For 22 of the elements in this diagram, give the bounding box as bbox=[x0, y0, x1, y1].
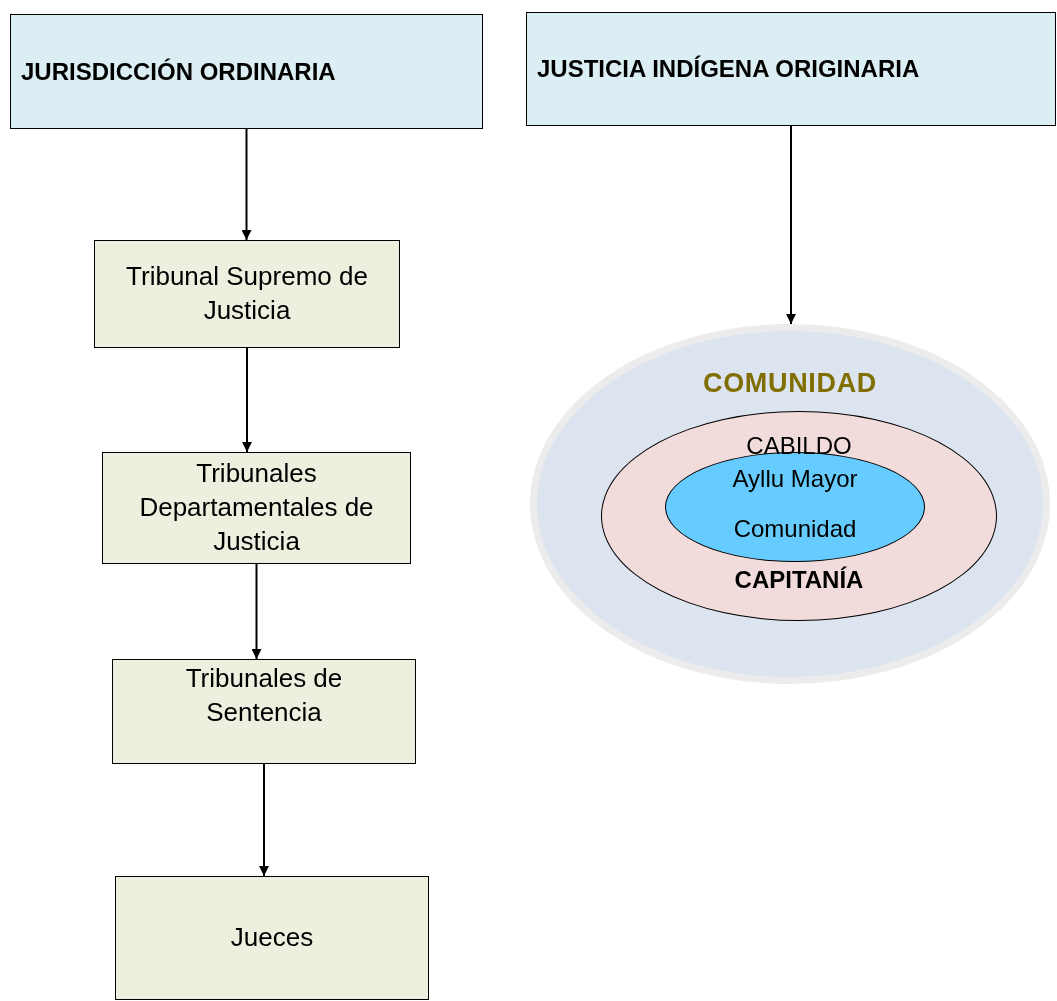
header-box bbox=[526, 12, 1056, 126]
process-box bbox=[112, 659, 416, 764]
arrow bbox=[251, 563, 262, 660]
arrow bbox=[259, 763, 269, 877]
box-label: Tribunales de Sentencia bbox=[184, 662, 344, 729]
ellipse-label: Comunidad bbox=[733, 514, 857, 544]
box-label: Tribunales Departamentales de Justicia bbox=[138, 457, 375, 558]
ellipse-label: COMUNIDAD bbox=[702, 367, 878, 400]
box-label: Jueces bbox=[230, 921, 314, 955]
arrow bbox=[242, 347, 252, 453]
ellipse-label: CABILDO bbox=[746, 431, 852, 461]
process-box bbox=[102, 452, 411, 564]
arrow bbox=[786, 125, 796, 325]
box-label: Tribunal Supremo de Justicia bbox=[125, 260, 369, 327]
ellipse-label: Ayllu Mayor bbox=[732, 464, 858, 494]
process-box bbox=[94, 240, 400, 348]
box-label: JURISDICCIÓN ORDINARIA bbox=[21, 56, 336, 87]
header-box bbox=[10, 14, 483, 129]
ellipse-label: CAPITANÍA bbox=[734, 565, 864, 595]
arrow bbox=[241, 128, 252, 241]
box-label: JUSTICIA INDÍGENA ORIGINARIA bbox=[537, 54, 920, 84]
process-box bbox=[115, 876, 429, 1000]
